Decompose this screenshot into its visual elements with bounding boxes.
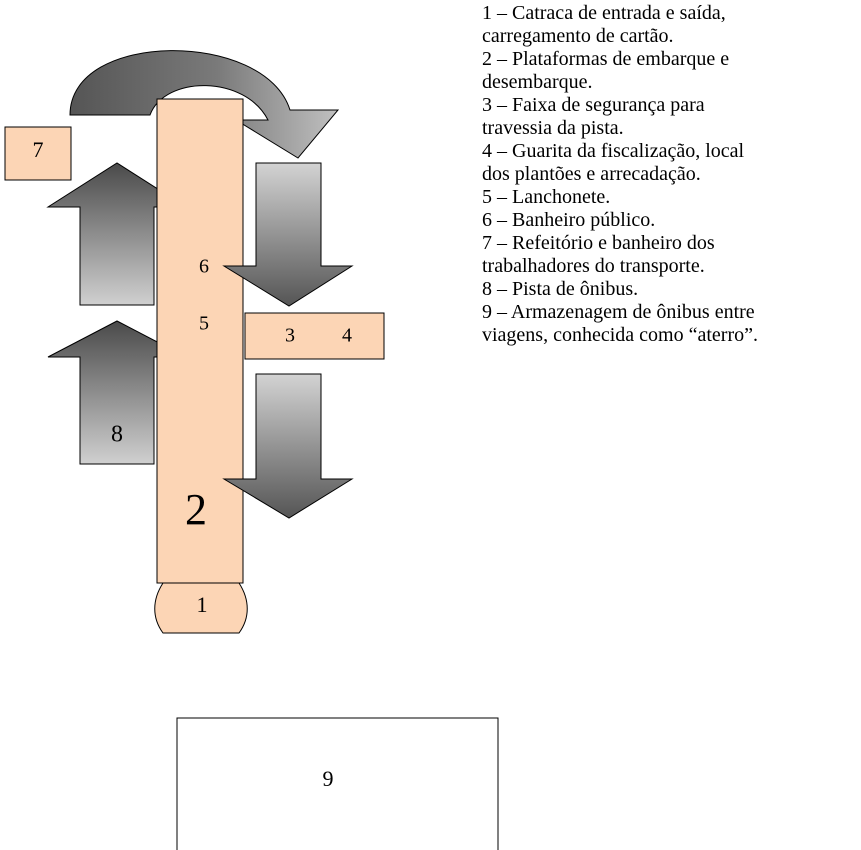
legend-item-1: 1 – Catraca de entrada e saída, carregam… (482, 2, 726, 47)
guarita-label: 4 (342, 325, 352, 347)
lanchonete-label: 5 (199, 313, 209, 335)
legend: 1 – Catraca de entrada e saída, carregam… (482, 2, 861, 347)
plataforma-label: 2 (185, 485, 207, 534)
faixa-guarita-box (244, 312, 385, 360)
aterro-label: 9 (323, 766, 334, 791)
faixa-label: 3 (285, 325, 295, 347)
refeitorio-box (4, 126, 72, 181)
up-arrow-upper (46, 162, 188, 306)
catraca-label: 1 (197, 592, 208, 617)
legend-item-3: 3 – Faixa de segurança para travessia da… (482, 94, 705, 139)
legend-item-4: 4 – Guarita da fiscalização, local dos p… (482, 140, 745, 185)
legend-item-5: 5 – Lanchonete. (482, 186, 611, 208)
aterro-box (176, 717, 499, 850)
catraca-shape (154, 582, 248, 634)
down-arrow-lower (222, 373, 354, 519)
legend-item-8: 8 – Pista de ônibus. (482, 278, 639, 300)
legend-item-7: 7 – Refeitório e banheiro dos trabalhado… (482, 232, 715, 277)
legend-item-2: 2 – Plataformas de embarque e desembarqu… (482, 48, 730, 93)
refeitorio-label: 7 (33, 137, 44, 162)
up-arrow-lower (47, 320, 187, 465)
u-turn-arrow (69, 50, 340, 159)
legend-item-9: 9 – Armazenagem de ônibus entre viagens,… (482, 301, 758, 346)
pista-label: 8 (111, 422, 123, 448)
banheiro-label: 6 (199, 256, 209, 278)
legend-item-6: 6 – Banheiro público. (482, 209, 656, 231)
down-arrow-upper (222, 162, 354, 307)
